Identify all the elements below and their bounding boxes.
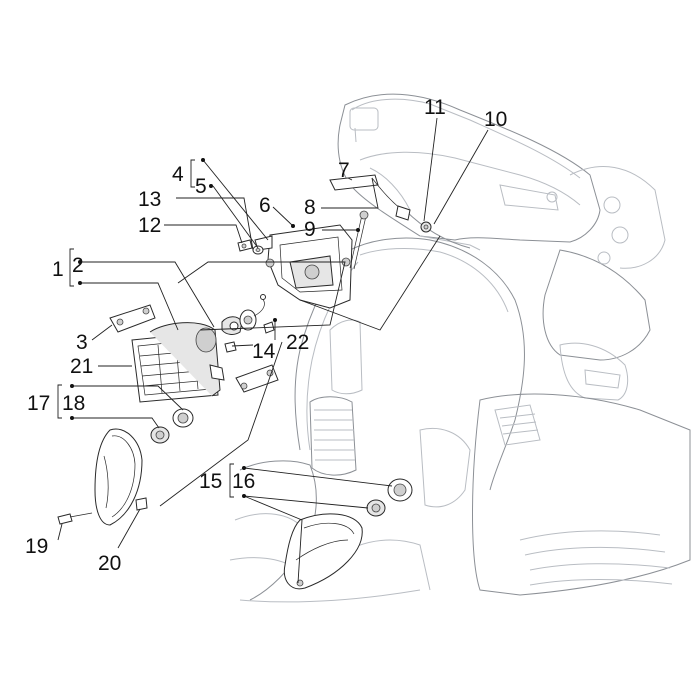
nut	[420, 221, 432, 233]
adjuster-screw	[349, 210, 369, 270]
callout-20: 20	[98, 552, 121, 575]
leader-dots	[70, 158, 360, 498]
callout-22: 22	[286, 331, 309, 354]
callout-4: 4	[172, 163, 184, 186]
callout-12: 12	[138, 214, 161, 237]
right-turn-signal	[283, 478, 413, 590]
headlight-bulb	[221, 294, 275, 353]
washer-13	[252, 245, 264, 255]
headlight-assembly	[131, 322, 225, 403]
callout-7: 7	[338, 159, 350, 182]
callout-13: 13	[138, 188, 161, 211]
callout-8: 8	[304, 196, 316, 219]
callout-16: 16	[232, 470, 255, 493]
callout-14: 14	[252, 340, 276, 363]
callout-numbers: 1 2 3 4 5 6 7 8 9 10 11 12 13 14 15 16 1…	[25, 96, 507, 575]
left-turn-signal	[57, 408, 194, 526]
leader-lines	[57, 117, 489, 584]
callout-18: 18	[62, 392, 85, 415]
cable-clip	[329, 174, 411, 221]
callout-5: 5	[195, 175, 207, 198]
callout-3: 3	[76, 331, 88, 354]
callout-10: 10	[484, 108, 507, 131]
headlight-bracket	[109, 304, 156, 333]
callout-6: 6	[259, 194, 271, 217]
turn-signal-bracket	[235, 364, 279, 393]
callout-1: 1	[52, 258, 64, 281]
horn-grille	[309, 396, 357, 476]
callout-15: 15	[199, 470, 222, 493]
callout-2: 2	[72, 254, 84, 277]
callout-11: 11	[424, 96, 446, 119]
callout-21: 21	[70, 355, 93, 378]
callout-17: 17	[27, 392, 50, 415]
screw-12	[237, 239, 253, 252]
callout-9: 9	[304, 218, 316, 241]
callout-19: 19	[25, 535, 48, 558]
